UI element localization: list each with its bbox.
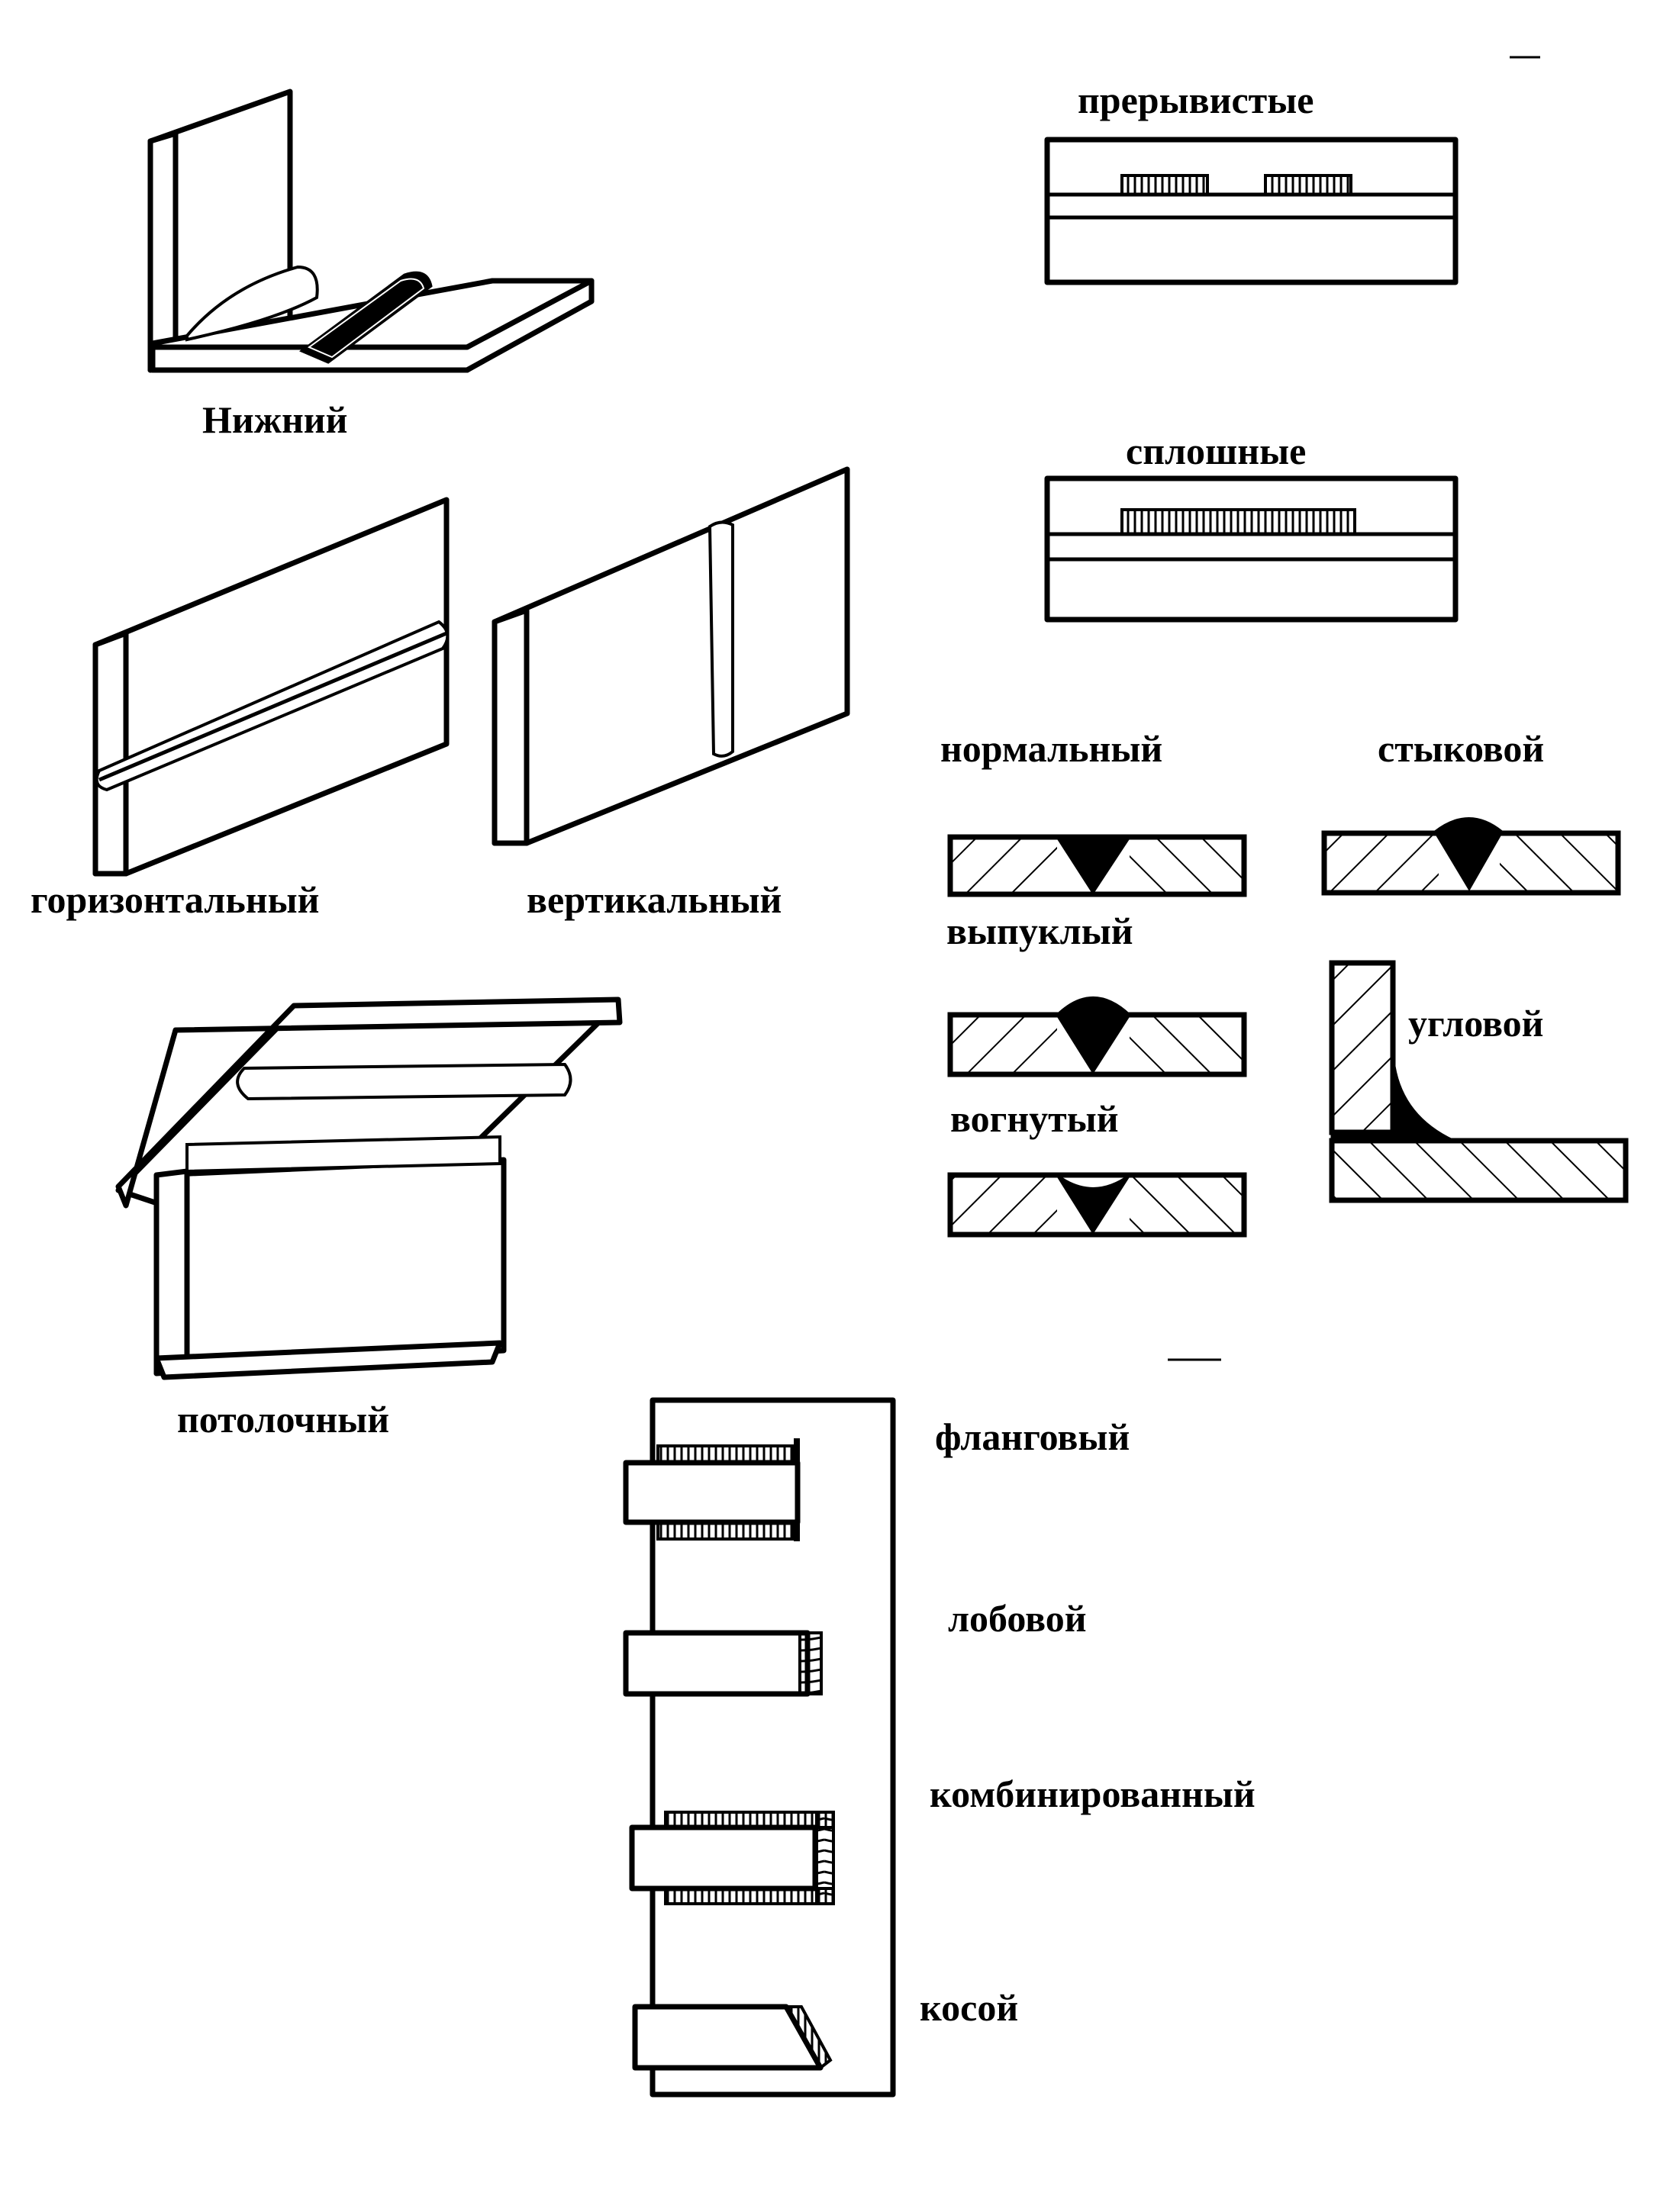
normal-seam-figure: [947, 834, 1247, 897]
vertical-position-figure: [492, 466, 850, 846]
label-vertikalnyy: вертикальный: [527, 878, 782, 921]
label-vypuklyy: выпуклый: [946, 910, 1133, 952]
intermittent-seam-figure: [1044, 137, 1459, 285]
label-kombinirovannyy: комбинированный: [930, 1772, 1256, 1815]
label-sploshnye: сплошные: [1126, 430, 1306, 472]
label-flangovyy: фланговый: [935, 1415, 1130, 1458]
label-uglovoy: угловой: [1408, 1002, 1543, 1045]
label-stykovoy: стыковой: [1378, 727, 1544, 770]
overhead-position-figure: [115, 997, 623, 1380]
continuous-seam-figure: [1044, 475, 1459, 623]
frontal-weld-figure: [623, 1630, 823, 1697]
label-potolochnyy: потолочный: [177, 1398, 389, 1441]
label-nizhniy: Нижний: [202, 398, 347, 441]
label-normalnyy: нормальный: [940, 727, 1162, 770]
flat-position-figure: [147, 89, 595, 373]
fillet-seam-figure: [1329, 960, 1629, 1203]
lap-joint-figure: [623, 1397, 896, 2098]
combined-weld-figure: [629, 1811, 835, 1905]
concave-seam-figure: [947, 1172, 1247, 1238]
horizontal-position-figure: [92, 497, 450, 877]
butt-seam-figure: [1321, 817, 1621, 896]
label-preryvistye: прерывистые: [1078, 79, 1314, 121]
convex-seam-figure: [947, 997, 1247, 1077]
label-vognutyy: вогнутый: [950, 1097, 1119, 1140]
label-kosoy: косой: [920, 1986, 1018, 2029]
flank-weld-figure: [623, 1438, 801, 1541]
label-lobovoy: лобовой: [948, 1597, 1087, 1640]
oblique-weld-figure: [632, 2004, 833, 2071]
label-gorizontalnyy: горизонтальный: [31, 878, 319, 921]
